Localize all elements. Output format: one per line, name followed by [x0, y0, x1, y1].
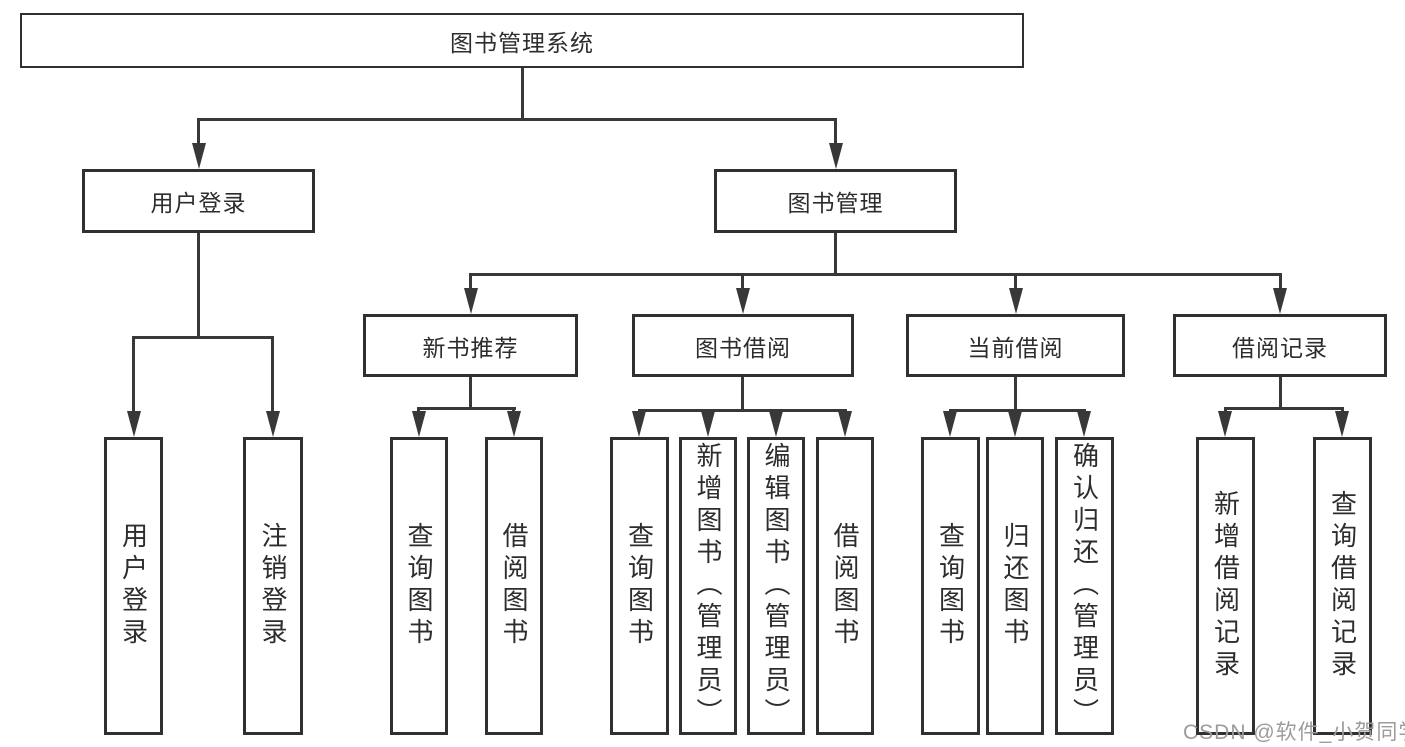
- leaf-borrow-search-book: 查询图书: [610, 437, 669, 735]
- arrow-down-icon: [1335, 411, 1349, 437]
- connector: [197, 118, 837, 121]
- connector: [197, 233, 200, 336]
- connector: [1224, 407, 1344, 410]
- connector: [1014, 377, 1017, 411]
- connector: [638, 409, 847, 412]
- connector: [197, 118, 200, 152]
- arrow-down-icon: [192, 143, 206, 169]
- connector: [271, 336, 274, 413]
- arrow-down-icon: [632, 411, 646, 437]
- arrow-down-icon: [838, 411, 852, 437]
- connector: [132, 336, 135, 413]
- arrow-down-icon: [769, 411, 783, 437]
- connector: [949, 409, 1086, 412]
- arrow-down-icon: [1218, 411, 1232, 437]
- connector: [521, 68, 524, 118]
- connector: [834, 118, 837, 152]
- leaf-user-login: 用户登录: [104, 437, 163, 735]
- arrow-down-icon: [1273, 288, 1287, 314]
- arrow-down-icon: [1009, 288, 1023, 314]
- arrow-down-icon: [1077, 411, 1091, 437]
- arrow-down-icon: [701, 411, 715, 437]
- node-new-book-recommendation: 新书推荐: [363, 314, 578, 377]
- arrow-down-icon: [829, 143, 843, 169]
- leaf-borrow-add-book: 新增图书（管理员）: [679, 437, 737, 735]
- leaf-borrow-edit-book: 编辑图书（管理员）: [747, 437, 805, 735]
- connector: [1014, 273, 1017, 291]
- csdn-watermark: CSDN @软件_小贺同学: [1183, 721, 1405, 744]
- leaf-borrow-borrow-book: 借阅图书: [816, 437, 874, 735]
- leaf-current-search-book: 查询图书: [921, 437, 980, 735]
- arrow-down-icon: [266, 411, 280, 437]
- leaf-logout: 注销登录: [243, 437, 303, 735]
- leaf-records-search-record: 查询借阅记录: [1313, 437, 1372, 735]
- connector: [469, 273, 1282, 276]
- node-borrowing-records: 借阅记录: [1173, 314, 1387, 377]
- connector: [834, 233, 837, 275]
- arrow-down-icon: [943, 411, 957, 437]
- arrow-down-icon: [507, 411, 521, 437]
- connector: [741, 273, 744, 291]
- connector: [741, 377, 744, 411]
- connector: [469, 377, 472, 409]
- arrow-down-icon: [1008, 411, 1022, 437]
- arrow-down-icon: [127, 411, 141, 437]
- connector: [1279, 377, 1282, 409]
- node-user-login: 用户登录: [82, 169, 315, 233]
- leaf-recommend-borrow-book: 借阅图书: [485, 437, 543, 735]
- arrow-down-icon: [412, 411, 426, 437]
- leaf-recommend-search-book: 查询图书: [390, 437, 448, 735]
- node-current-borrowing: 当前借阅: [906, 314, 1125, 377]
- leaf-records-add-record: 新增借阅记录: [1196, 437, 1255, 735]
- connector: [469, 273, 472, 291]
- connector: [417, 407, 516, 410]
- arrow-down-icon: [736, 288, 750, 314]
- node-book-management: 图书管理: [714, 169, 957, 233]
- connector: [1279, 273, 1282, 291]
- leaf-current-return-book: 归还图书: [986, 437, 1044, 735]
- leaf-current-confirm-return: 确认归还（管理员）: [1055, 437, 1114, 735]
- node-book-borrowing: 图书借阅: [632, 314, 854, 377]
- connector: [132, 336, 274, 339]
- arrow-down-icon: [464, 288, 478, 314]
- node-library-management-system: 图书管理系统: [20, 13, 1024, 68]
